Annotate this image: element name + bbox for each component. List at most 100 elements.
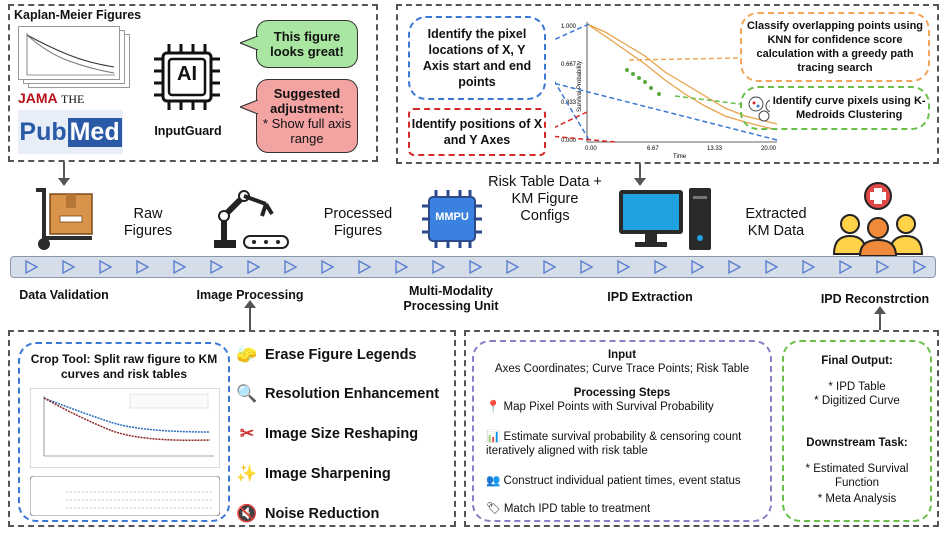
conveyor-arrows — [25, 259, 927, 275]
crop-tool-title: Crop Tool: Split raw figure to KM curves… — [30, 352, 218, 381]
conveyor-arrow-icon — [765, 259, 779, 275]
flow-label-raw: Raw Figures — [123, 206, 173, 239]
curve-pixels-box: Identify curve pixels using K-Medroids C… — [740, 86, 930, 130]
flow-label-extracted: Extracted KM Data — [745, 206, 807, 239]
km-plot: 1.000 0.667 0.333 0.000 0.00 6.67 13.33 … — [555, 22, 778, 160]
looks-great-tail — [240, 36, 258, 50]
mmpu-chip-icon — [422, 190, 482, 248]
conveyor-arrow-icon — [506, 259, 520, 275]
inputguard-label: InputGuard — [154, 124, 222, 138]
magnifier-icon: 🔍 — [236, 384, 258, 403]
identify-positions-box: Identify positions of X and Y Axes — [408, 108, 546, 156]
conveyor-arrow-icon — [617, 259, 631, 275]
no-sound-icon: 🔇 — [236, 504, 258, 523]
conveyor-arrow-icon — [654, 259, 668, 275]
final-output-box — [782, 340, 932, 522]
patients-medical-icon — [832, 182, 924, 256]
robotic-arm-icon — [214, 190, 289, 249]
km-figure-stack — [18, 26, 130, 88]
conveyor-arrow-icon — [469, 259, 483, 275]
conveyor-arrow-icon — [173, 259, 187, 275]
suggestion-tail — [240, 100, 258, 114]
downstream-title: Downstream Task: — [806, 437, 908, 449]
stage-image-processing: Image Processing — [196, 288, 304, 302]
conveyor-arrow-icon — [136, 259, 150, 275]
flow-label-processed: Processed Figures — [323, 206, 393, 239]
km-figures-title: Kaplan-Meier Figures — [14, 8, 142, 22]
sponge-icon: 🧽 — [236, 345, 258, 364]
step-match-treatment: 🏷 Match IPD table to treatment — [486, 503, 651, 515]
people-icon: 👥 — [486, 475, 501, 487]
ipd-extraction-panel — [396, 4, 939, 164]
conveyor-belt — [10, 256, 936, 278]
conveyor-arrow-icon — [395, 259, 409, 275]
conveyor-arrow-icon — [62, 259, 76, 275]
clustering-icon — [748, 96, 771, 122]
x-axis-label: Time — [673, 154, 687, 160]
ai-chip-icon — [154, 44, 220, 110]
scissors-icon: ✂ — [239, 424, 255, 443]
tool-size-reshaping: ✂ Image Size Reshaping — [236, 423, 418, 445]
conveyor-arrow-icon — [876, 259, 890, 275]
hand-truck-box-icon — [36, 188, 93, 250]
classify-box: Classify overlapping points using KNN fo… — [740, 12, 930, 82]
xtick-label: 20.00 — [761, 146, 777, 152]
sparkles-icon: ✨ — [236, 464, 258, 483]
xtick-label: 6.67 — [647, 146, 659, 152]
input-title: Input — [607, 349, 637, 361]
tool-resolution-enhancement: 🔍 Resolution Enhancement — [236, 384, 440, 403]
crop-risk-table-image — [30, 476, 220, 516]
tool-image-sharpening: ✨ Image Sharpening — [236, 464, 391, 483]
conveyor-arrow-icon — [99, 259, 113, 275]
crop-km-curve-image — [30, 388, 220, 468]
ai-chip-label: AI — [177, 63, 197, 85]
tag-icon: 🏷 — [486, 503, 501, 515]
conveyor-arrow-icon — [210, 259, 224, 275]
conveyor-arrow-icon — [543, 259, 557, 275]
final-output-item: * IPD Table — [828, 381, 886, 393]
input-body: Axes Coordinates; Curve Trace Points; Ri… — [494, 363, 750, 375]
jama-logo: JAMA — [18, 90, 58, 106]
kaplan-meier-panel — [8, 4, 378, 162]
conveyor-arrow-icon — [358, 259, 372, 275]
downstream-item: * Meta Analysis — [817, 493, 897, 505]
computer-icon — [619, 188, 711, 250]
crop-tool-box — [18, 342, 230, 522]
chart-icon: 📊 — [486, 431, 501, 443]
conveyor-arrow-icon — [247, 259, 261, 275]
processing-steps-box — [472, 340, 772, 522]
step-construct-patient: 👥 Construct individual patient times, ev… — [486, 475, 741, 487]
stage-ipd-reconstruction: IPD Reconstrction — [820, 292, 930, 306]
pin-icon: 📍 — [486, 401, 501, 413]
downstream-item: * Estimated Survival Function — [805, 463, 909, 489]
ipd-reconstruction-panel — [464, 330, 939, 527]
xtick-label: 13.33 — [707, 146, 723, 152]
y-axis-label: Survival Probability — [577, 61, 583, 112]
steps-title: Processing Steps — [573, 387, 671, 399]
conveyor-arrow-icon — [432, 259, 446, 275]
ytick-label: 0.667 — [561, 62, 577, 68]
km-thumbnail-icon — [26, 33, 115, 76]
ytick-label: 1.000 — [561, 24, 577, 30]
conveyor-arrow-icon — [802, 259, 816, 275]
stage-mmpu: Multi-Modality Processing Unit — [403, 284, 499, 313]
conveyor-arrow-icon — [580, 259, 594, 275]
xtick-label: 0.00 — [585, 146, 597, 152]
conveyor-arrow-icon — [839, 259, 853, 275]
suggestion-bubble: Suggested adjustment: * Show full axis r… — [256, 79, 358, 153]
image-processing-panel — [8, 330, 456, 527]
step-map-pixels: 📍 Map Pixel Points with Survival Probabi… — [486, 401, 714, 413]
ytick-label: 0.333 — [561, 100, 577, 106]
mmpu-chip-label: MMPU — [435, 211, 469, 223]
tool-erase-legends: 🧽 Erase Figure Legends — [236, 345, 417, 364]
conveyor-arrow-icon — [284, 259, 298, 275]
stage-ipd-extraction: IPD Extraction — [607, 290, 693, 304]
final-output-item: * Digitized Curve — [814, 395, 900, 407]
identify-axis-box: Identify the pixel locations of X, Y Axi… — [408, 16, 546, 100]
conveyor-arrow-icon — [321, 259, 335, 275]
stage-data-validation: Data Validation — [19, 288, 109, 302]
tool-noise-reduction: 🔇 Noise Reduction — [236, 504, 380, 523]
flow-label-risk-table: Risk Table Data + KM Figure Configs — [488, 174, 602, 224]
